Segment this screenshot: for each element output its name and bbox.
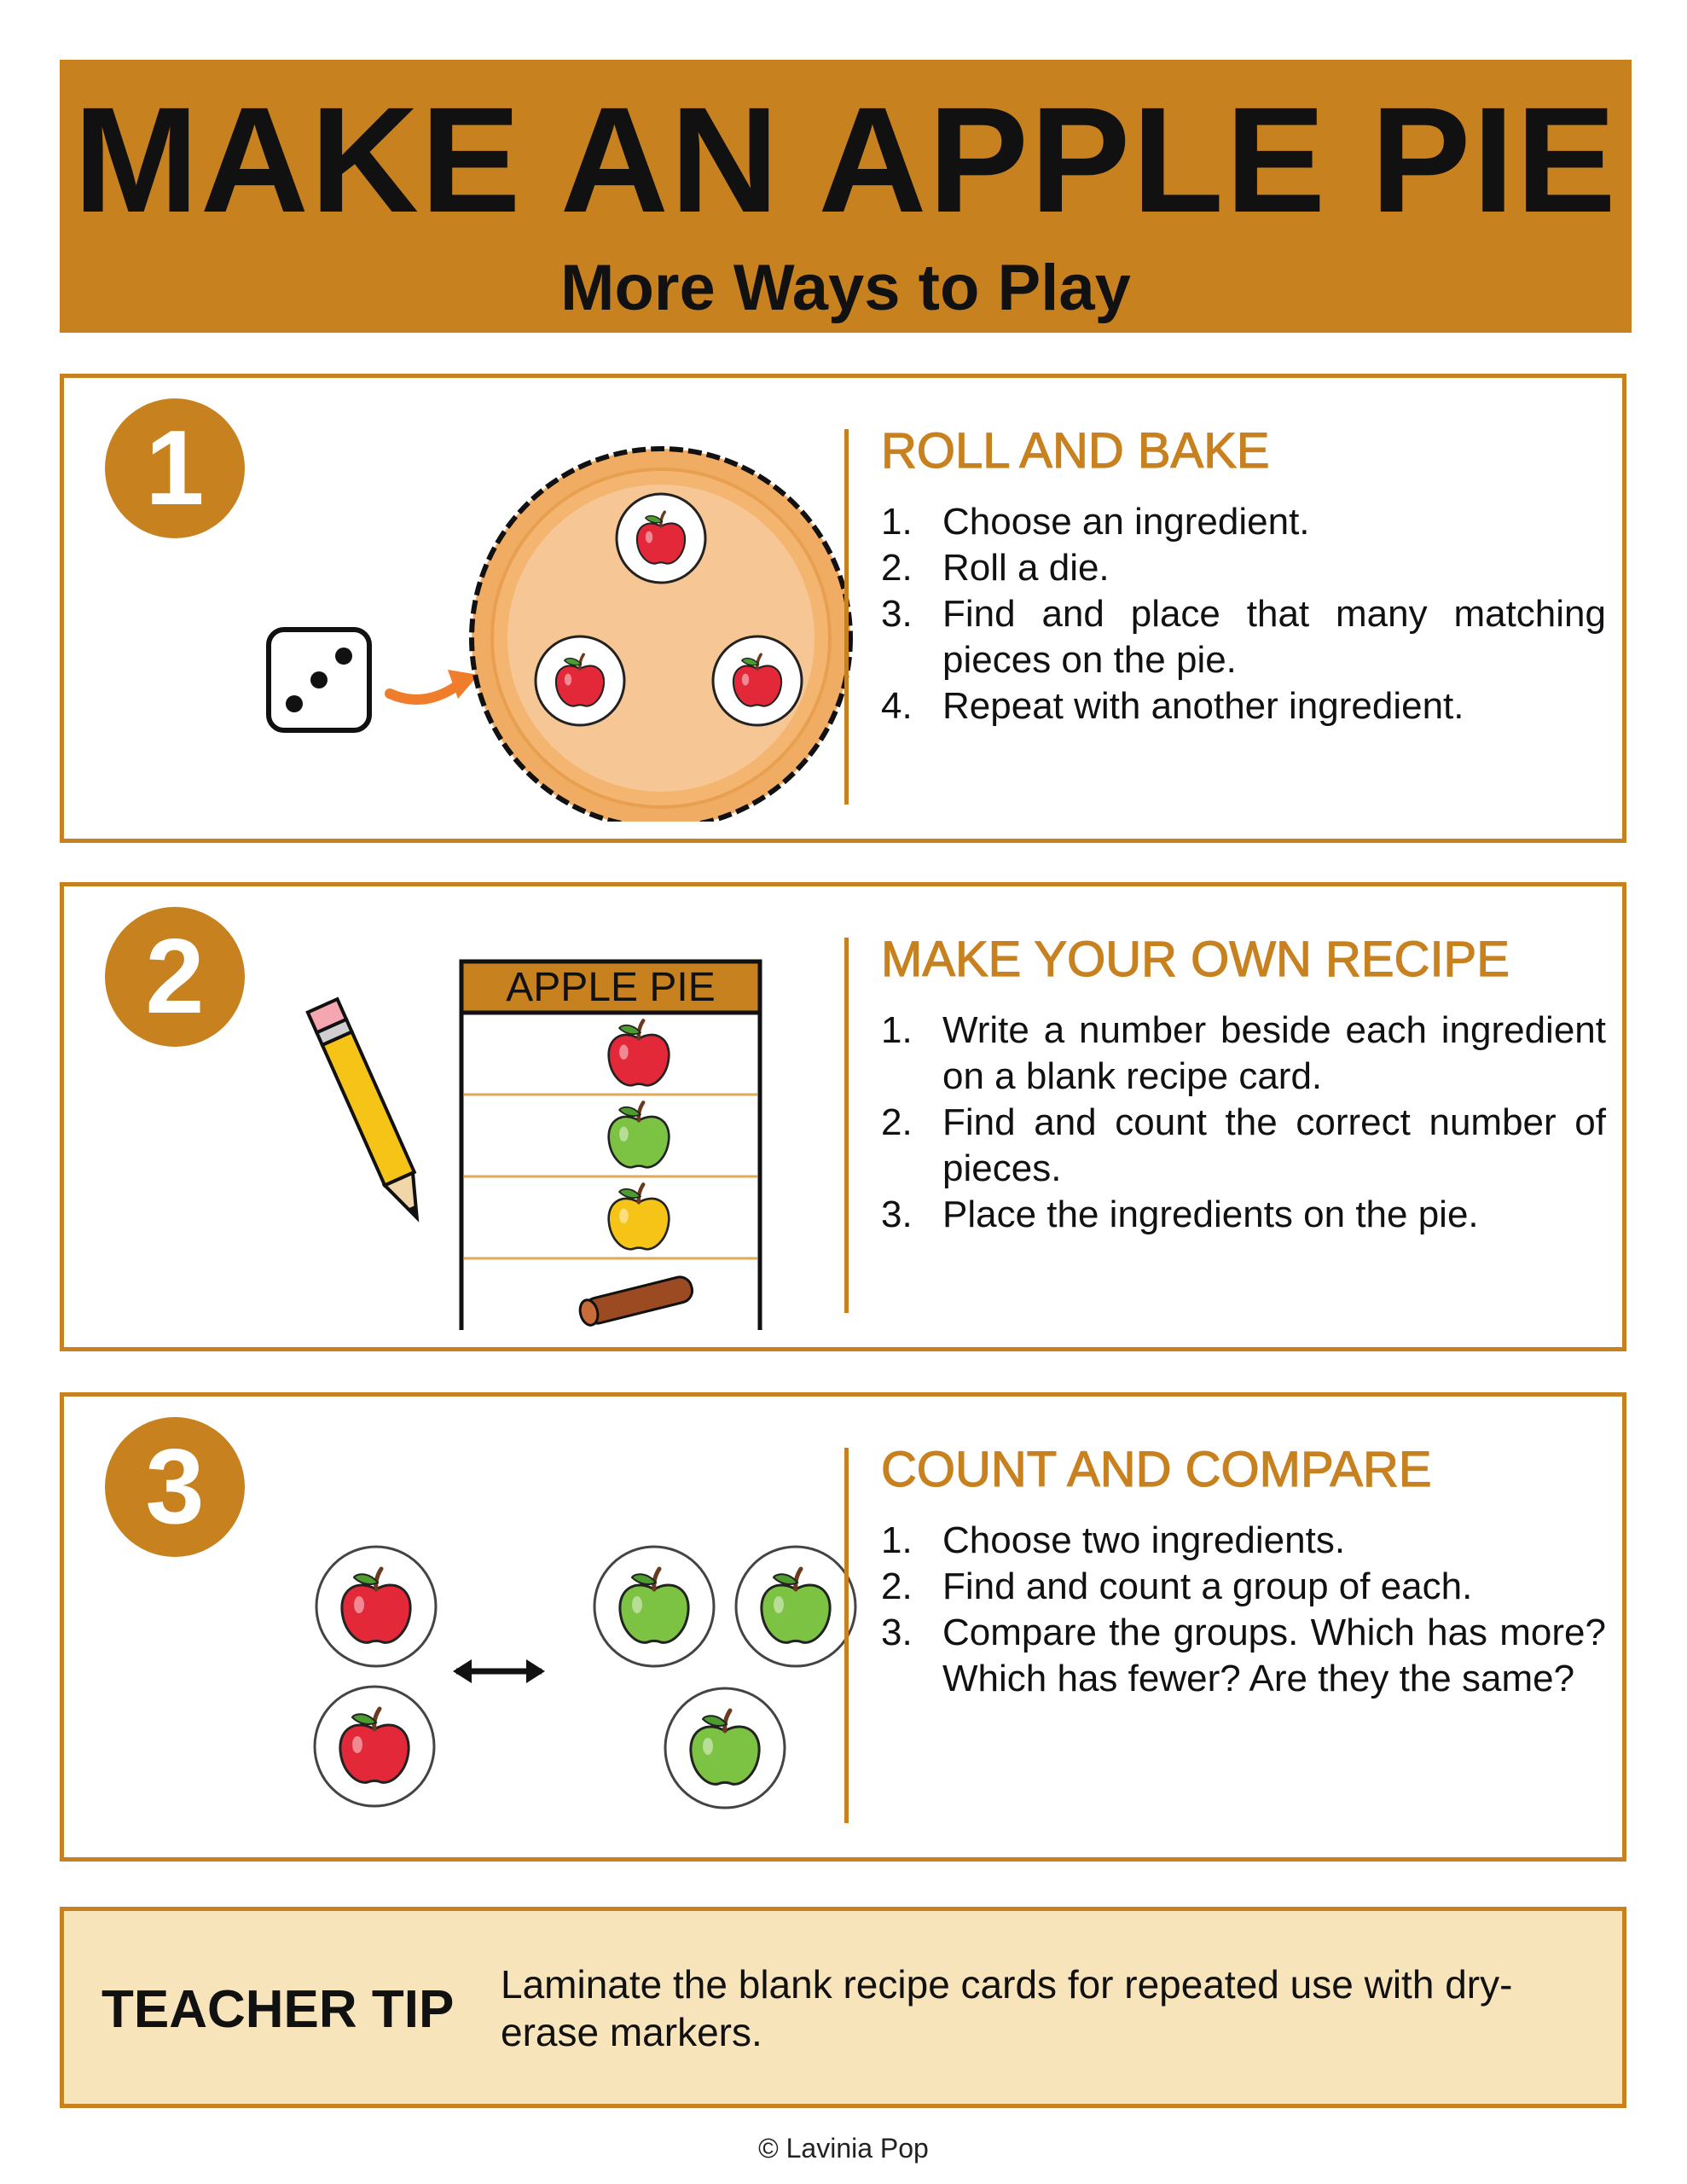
step-number-badge: 1 [105, 398, 245, 538]
apple-piece [734, 1545, 857, 1668]
list-item: 3.Place the ingredients on the pie. [881, 1194, 1479, 1235]
step-list: 1.Write a number beside each ingredient … [881, 1008, 1606, 1238]
apple-piece [593, 1545, 716, 1668]
page-header: MAKE AN APPLE PIE More Ways to Play [60, 60, 1632, 333]
list-item: 2.Find and count a group of each. [881, 1565, 1473, 1607]
teacher-tip-text: Laminate the blank recipe cards for repe… [501, 1962, 1513, 2054]
list-item: 3.Compare the groups. Which has more? Wh… [881, 1612, 1606, 1699]
list-item: 1.Choose an ingredient. [881, 501, 1310, 543]
recipe-card: APPLE PIE [459, 959, 762, 1330]
recipe-card-title: APPLE PIE [506, 965, 715, 1010]
apple-piece [615, 492, 707, 584]
teacher-tip-box: TEACHER TIP Laminate the blank recipe ca… [60, 1907, 1626, 2108]
apple-piece [711, 635, 803, 727]
roll-and-bake-illustration [266, 446, 853, 822]
section-title: MAKE YOUR OWN RECIPE [880, 931, 1510, 987]
list-item: 1.Write a number beside each ingredient … [881, 1009, 1606, 1097]
pencil-icon [305, 996, 420, 1223]
apple-piece [664, 1687, 786, 1809]
step-number-badge: 3 [105, 1417, 245, 1557]
step-list: 1.Choose two ingredients. 2.Find and cou… [881, 1518, 1606, 1702]
list-item: 2.Roll a die. [881, 547, 1110, 589]
list-item: 1.Choose two ingredients. [881, 1519, 1346, 1561]
section-title: ROLL AND BAKE [880, 422, 1270, 479]
recipe-card-illustration: APPLE PIE [305, 959, 762, 1330]
list-item: 4.Repeat with another ingredient. [881, 685, 1464, 727]
die-icon [266, 627, 372, 733]
card-roll-and-bake: 1 ROLL AND BAKE 1 [60, 374, 1626, 843]
teacher-tip-label: TEACHER TIP [101, 1980, 455, 2039]
cinnamon-stick-icon [578, 1275, 694, 1327]
step-number-badge: 2 [105, 907, 245, 1047]
apple-piece [315, 1545, 438, 1668]
arrow-icon [385, 670, 478, 706]
copyright-footer: © Lavinia Pop [758, 2133, 929, 2164]
card-make-your-own-recipe: 2 APPLE PIE MAKE YOUR OWN RECIPE [60, 882, 1626, 1351]
divider-line [844, 938, 849, 1313]
card-count-and-compare: 3 COUNT AND COMPARE 1.Choose tw [60, 1392, 1626, 1862]
section-title: COUNT AND COMPARE [880, 1441, 1432, 1497]
page-subtitle: More Ways to Play [560, 252, 1131, 324]
step-list: 1.Choose an ingredient. 2.Roll a die. 3.… [881, 499, 1606, 729]
divider-line [844, 1448, 849, 1823]
divider-line [844, 429, 849, 804]
apple-piece [534, 635, 626, 727]
list-item: 2.Find and count the correct number of p… [881, 1101, 1606, 1189]
list-item: 3.Find and place that many matching piec… [881, 593, 1606, 681]
page-title: MAKE AN APPLE PIE [73, 77, 1618, 244]
apple-piece [313, 1685, 436, 1808]
double-arrow-icon [453, 1659, 545, 1683]
count-and-compare-illustration [313, 1545, 857, 1809]
